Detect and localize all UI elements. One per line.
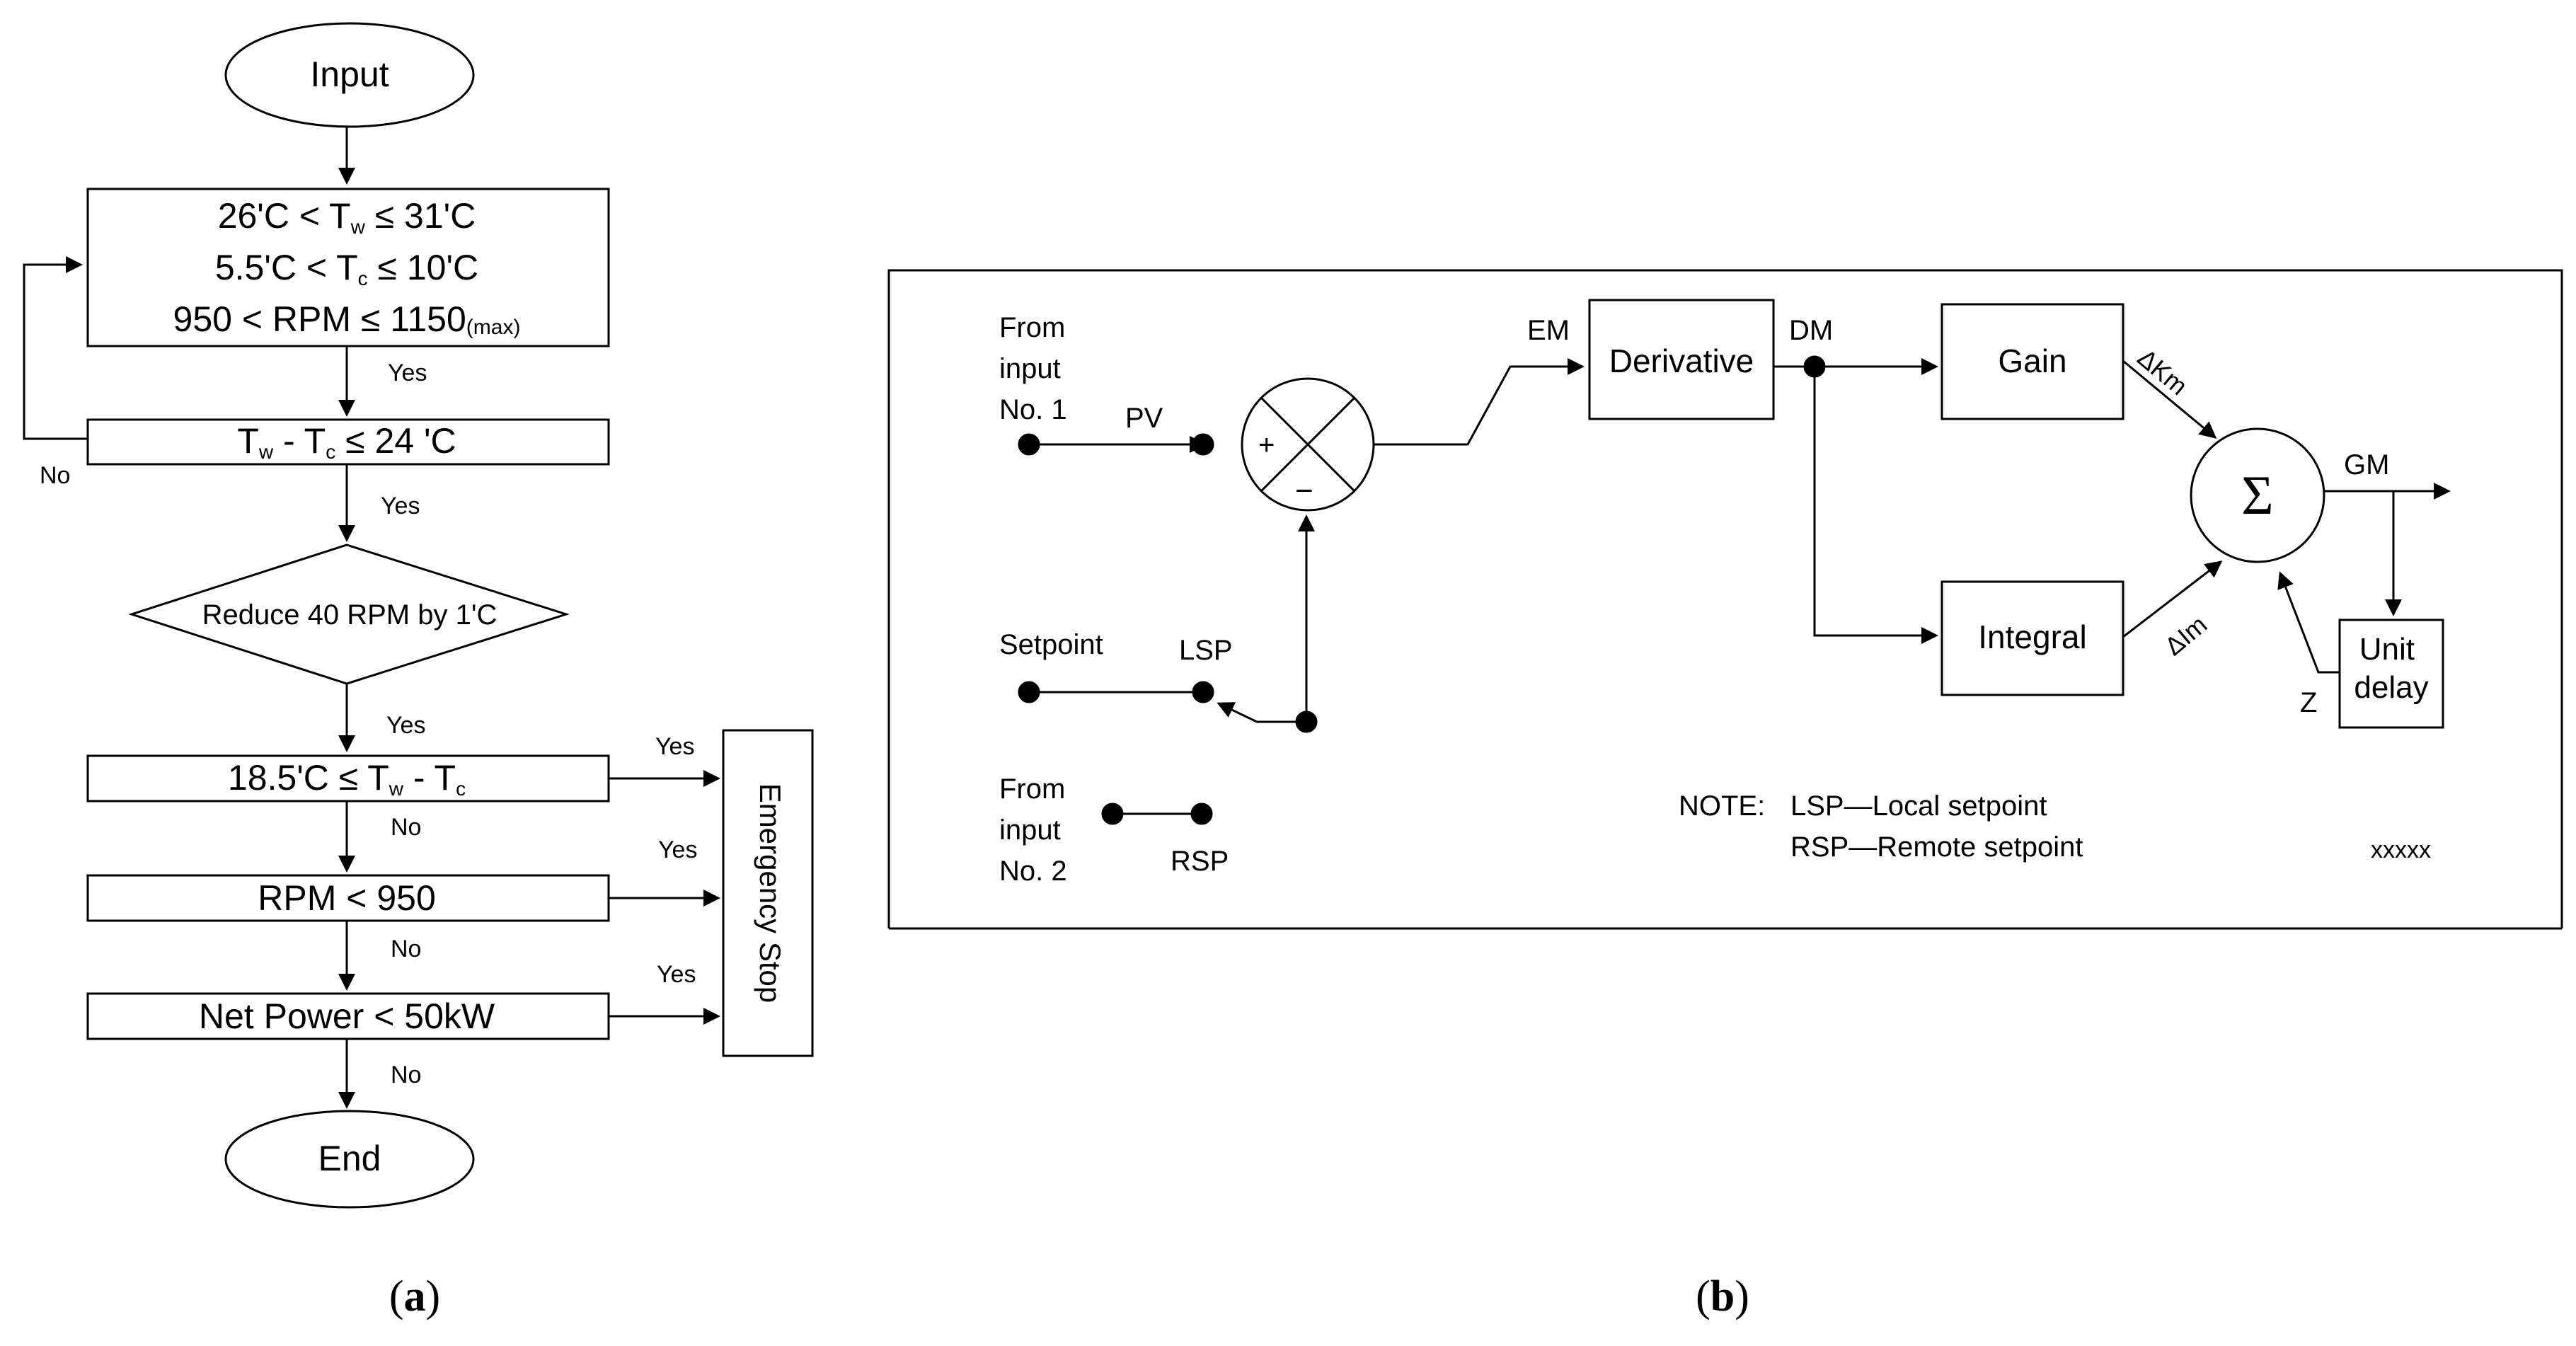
no-label-5: No	[391, 814, 421, 841]
sigma-summing-block	[2190, 427, 2325, 563]
no-loop-label: No	[40, 462, 70, 489]
sigma-symbol: Σ	[2241, 464, 2273, 526]
pv-input-node	[1018, 433, 1040, 456]
from-input-2-label: From input No. 2	[999, 773, 1073, 887]
yes-label-2: Yes	[381, 493, 420, 519]
condition-box-net-power	[86, 992, 610, 1040]
condition-coolant-temp: 5.5'C < Tc ≤ 10'C	[215, 248, 478, 289]
no-label-6: No	[391, 936, 421, 962]
diagram-frame	[887, 269, 2563, 928]
condition-box-min-delta	[86, 754, 610, 803]
setpoint-node	[1018, 681, 1040, 703]
yes-label-3: Yes	[386, 712, 425, 739]
start-terminal	[224, 22, 475, 128]
condition-box-rpm	[86, 874, 610, 922]
note-lsp: LSP—Local setpoint	[1790, 790, 2047, 822]
diagram-code: xxxxx	[2371, 836, 2431, 863]
condition-box-temperatures	[86, 188, 610, 347]
condition-box-delta	[86, 418, 610, 466]
yes-label-7: Yes	[657, 961, 696, 988]
condition-min-delta: 18.5'C ≤ Tw - Tc	[228, 758, 466, 800]
yes-label-5: Yes	[655, 733, 694, 760]
condition-water-temp: 26'C < Tw ≤ 31'C	[218, 196, 476, 238]
em-label: EM	[1527, 315, 1570, 346]
dm-label: DM	[1789, 315, 1833, 346]
yes-label-6: Yes	[658, 836, 697, 863]
decision-label: Reduce 40 RPM by 1'C	[202, 599, 498, 631]
condition-min-rpm: RPM < 950	[258, 878, 436, 918]
block-diagram	[887, 269, 2563, 930]
delta-im-label: ΔIm	[2159, 610, 2212, 662]
note-rsp: RSP—Remote setpoint	[1790, 832, 2083, 863]
gain-label: Gain	[1998, 343, 2066, 379]
minus-sign: −	[1295, 473, 1313, 508]
plus-sign: +	[1258, 430, 1275, 461]
delta-km-label: ΔKm	[2132, 343, 2193, 401]
rsp-label: RSP	[1171, 846, 1229, 877]
z-label: Z	[2300, 687, 2317, 718]
gain-block	[1940, 303, 2124, 420]
yes-label-1: Yes	[388, 359, 427, 386]
integral-block	[1940, 580, 2124, 696]
condition-rpm-range: 950 < RPM ≤ 1150(max)	[173, 299, 521, 339]
note-label: NOTE:	[1679, 790, 1765, 822]
unit-delay-block	[2338, 619, 2444, 729]
lsp-label: LSP	[1179, 635, 1233, 666]
setpoint-junction-node	[1295, 711, 1318, 733]
no-label-7: No	[391, 1062, 421, 1088]
pv-switch-node	[1192, 433, 1214, 456]
lsp-node	[1192, 681, 1214, 703]
flowchart-text: Input 26'C < Tw ≤ 31'C 5.5'C < Tc ≤ 10'C…	[40, 54, 787, 1178]
derivative-block	[1588, 299, 1775, 420]
caption-a: (a)	[389, 1272, 440, 1321]
from-input-1-label: From input No. 1	[999, 312, 1073, 425]
end-terminal	[224, 1110, 475, 1209]
condition-net-power: Net Power < 50kW	[199, 996, 495, 1036]
setpoint-label: Setpoint	[999, 629, 1103, 660]
emergency-stop-box	[722, 729, 814, 1057]
unit-delay-label: Unit delay	[2354, 632, 2428, 705]
caption-b: (b)	[1696, 1272, 1749, 1321]
rsp-left-node	[1101, 803, 1124, 825]
condition-delta-temp: Tw - Tc ≤ 24 'C	[237, 421, 456, 463]
start-label: Input	[310, 54, 389, 94]
emergency-stop-label: Emergency Stop	[754, 783, 787, 1003]
end-label: End	[318, 1139, 381, 1178]
rsp-right-node	[1190, 803, 1213, 825]
pv-label: PV	[1125, 403, 1163, 434]
integral-label: Integral	[1978, 619, 2086, 655]
flowchart	[23, 22, 814, 1209]
gm-label: GM	[2344, 449, 2389, 481]
derivative-label: Derivative	[1609, 343, 1754, 379]
